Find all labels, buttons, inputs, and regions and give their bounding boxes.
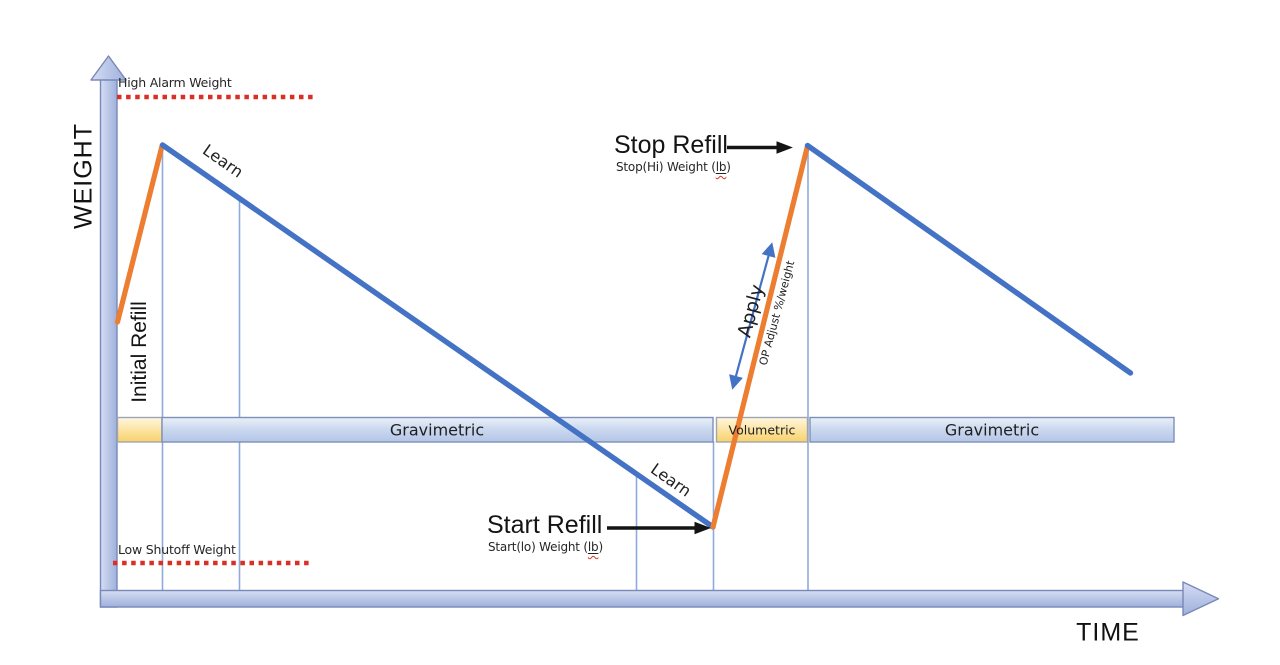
low-shutoff-label: Low Shutoff Weight — [118, 542, 236, 557]
high-alarm-label: High Alarm Weight — [118, 75, 232, 90]
start-refill-title: Start Refill — [487, 511, 603, 539]
stop-refill-unit-text: lb — [715, 160, 727, 174]
mode-band-label-gravimetric-2: Gravimetric — [944, 420, 1040, 440]
apply-double-arrow — [729, 242, 776, 390]
stop-refill-unit: lb — [716, 160, 727, 174]
start-refill-unit: lb — [588, 540, 599, 554]
reference-lines — [161, 146, 809, 591]
initial-refill-label: Initial Refill — [128, 301, 151, 403]
mode-band-segment-initial-volumetric — [116, 416, 163, 443]
learn-discharge-line-1 — [159, 142, 716, 530]
refill-line — [710, 143, 811, 530]
start-refill-subtitle: Start(lo) Weight (lb) — [488, 540, 603, 554]
start-refill-unit-text: lb — [587, 540, 599, 554]
stop-refill-subtitle-close: ) — [726, 160, 731, 174]
x-axis-arrowhead — [1182, 581, 1220, 617]
stop-refill-subtitle-text: Stop(Hi) Weight ( — [616, 160, 716, 174]
mode-band — [116, 416, 1175, 443]
stop-refill-title: Stop Refill — [614, 131, 728, 159]
weight-trend-lines — [114, 142, 1134, 530]
stop-refill-arrowhead — [776, 141, 793, 154]
mode-band-segment-gravimetric-2 — [809, 416, 1175, 443]
mode-band-label-volumetric: Volumetric — [728, 422, 796, 438]
discharge-line-2 — [804, 142, 1134, 376]
y-axis-bar — [99, 77, 118, 608]
mode-band-segment-volumetric — [715, 416, 809, 443]
x-axis-arrow — [99, 581, 1220, 617]
initial-refill-line — [114, 143, 165, 325]
start-refill-arrowhead — [694, 521, 711, 535]
x-axis-bar — [99, 589, 1185, 608]
x-axis-label: TIME — [1076, 618, 1140, 647]
annotation-arrows — [607, 141, 793, 535]
y-axis-label: WEIGHT — [69, 123, 98, 229]
y-axis-arrowhead — [90, 55, 127, 81]
start-refill-subtitle-text: Start(lo) Weight ( — [488, 540, 588, 554]
mode-band-segment-gravimetric-1 — [161, 416, 714, 443]
start-refill-subtitle-close: ) — [598, 540, 603, 554]
stop-refill-subtitle: Stop(Hi) Weight (lb) — [616, 160, 731, 174]
mode-band-label-gravimetric-1: Gravimetric — [389, 420, 485, 440]
